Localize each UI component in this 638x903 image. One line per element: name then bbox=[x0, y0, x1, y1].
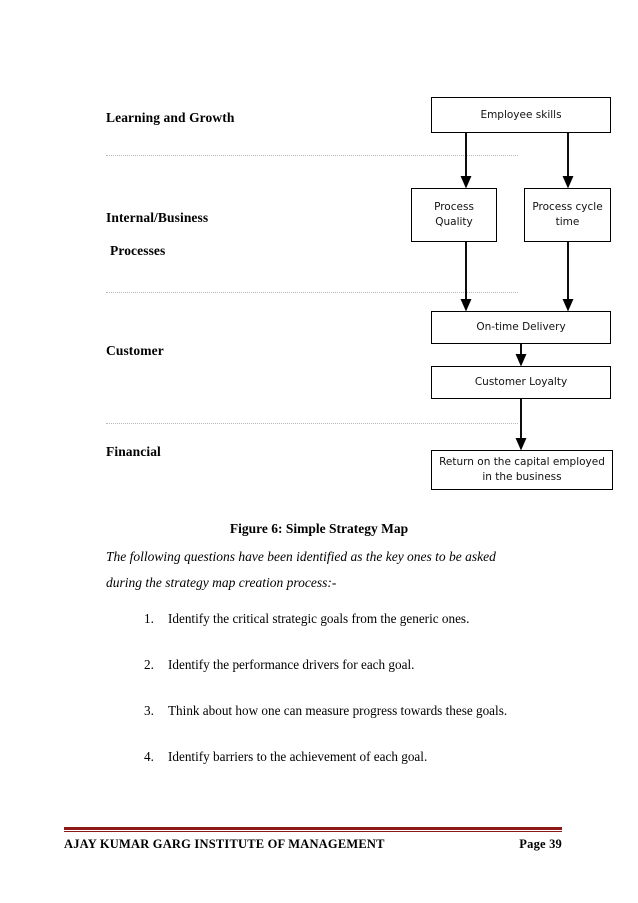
perspective-label-processes: Processes bbox=[110, 243, 166, 258]
perspective-label-customer: Customer bbox=[106, 343, 164, 358]
perspective-label-internal-business: Internal/Business bbox=[106, 210, 209, 225]
list-item-number: 1. bbox=[144, 611, 154, 626]
list-item-number: 4. bbox=[144, 749, 154, 764]
list-item-text: Identify the critical strategic goals fr… bbox=[168, 611, 470, 626]
footer-rule bbox=[64, 827, 562, 834]
band-separator-learning-internal bbox=[106, 155, 518, 156]
node-process-quality: Process Quality bbox=[411, 188, 497, 242]
footer-page-number: Page 39 bbox=[519, 837, 562, 851]
intro-paragraph: The following questions have been identi… bbox=[106, 549, 496, 590]
footer-bar: AJAY KUMAR GARG INSTITUTE OF MANAGEMENT … bbox=[64, 837, 562, 852]
list-item-text: Identify the performance drivers for eac… bbox=[168, 657, 415, 672]
node-on-time-delivery: On-time Delivery bbox=[431, 311, 611, 344]
node-employee-skills: Employee skills bbox=[431, 97, 611, 133]
node-customer-loyalty: Customer Loyalty bbox=[431, 366, 611, 399]
node-process-cycle-time: Process cycle time bbox=[524, 188, 611, 242]
perspective-label-financial: Financial bbox=[106, 444, 161, 459]
figure-caption: Figure 6: Simple Strategy Map bbox=[229, 521, 409, 536]
footer-rule-thick bbox=[64, 827, 562, 830]
list-item: 2. Identify the performance drivers for … bbox=[144, 656, 544, 674]
footer-institute-name: AJAY KUMAR GARG INSTITUTE OF MANAGEMENT bbox=[64, 837, 385, 851]
list-item-number: 3. bbox=[144, 703, 154, 718]
footer-rule-thin bbox=[64, 831, 562, 833]
question-list: 1. Identify the critical strategic goals… bbox=[144, 610, 544, 794]
list-item: 4. Identify barriers to the achievement … bbox=[144, 748, 544, 766]
band-separator-customer-financial bbox=[106, 423, 518, 424]
list-item: 3. Think about how one can measure progr… bbox=[144, 702, 544, 720]
node-return-on-capital-employed: Return on the capital employed in the bu… bbox=[431, 450, 613, 490]
list-item-number: 2. bbox=[144, 657, 154, 672]
list-item-text: Identify barriers to the achievement of … bbox=[168, 749, 428, 764]
footer-rule-gap bbox=[64, 830, 562, 831]
list-item-text: Think about how one can measure progress… bbox=[168, 703, 508, 718]
band-separator-internal-customer bbox=[106, 292, 518, 293]
perspective-label-learning-and-growth: Learning and Growth bbox=[106, 110, 235, 125]
list-item: 1. Identify the critical strategic goals… bbox=[144, 610, 544, 628]
